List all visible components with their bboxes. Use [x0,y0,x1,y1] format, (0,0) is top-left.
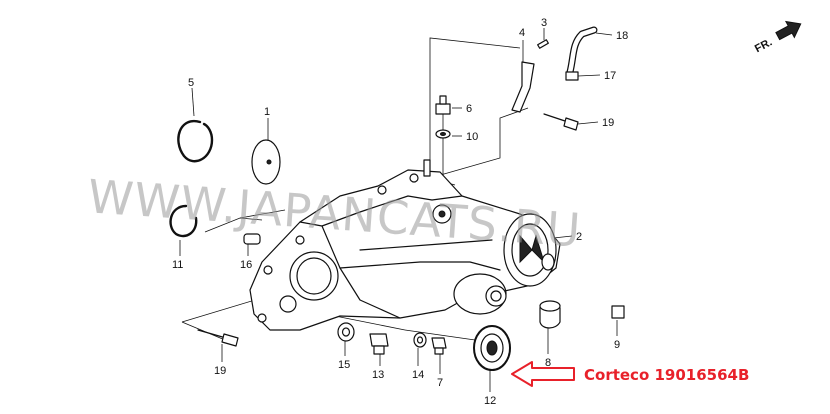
label-part-17: 17 [604,70,616,82]
front-direction-indicator: FR. [753,20,802,55]
label-part-14: 14 [412,369,424,381]
part-5-snap-ring [177,119,214,163]
label-part-11: 11 [172,259,183,271]
part-8-plug [539,300,561,329]
label-part-2: 2 [576,231,582,243]
part-12-oil-seal [473,325,511,371]
label-part-7: 7 [437,377,443,389]
label-part-10: 10 [466,131,478,143]
label-part-8: 8 [545,357,551,369]
part-17-clip [565,71,579,81]
transfer-housing [249,159,561,331]
label-part-1: 1 [264,106,270,118]
part-15-washer [337,322,355,342]
part-number-labels: 1 2 3 4 5 6 7 8 9 10 11 12 13 14 15 16 1… [172,17,628,407]
part-14-washer [413,332,427,348]
label-part-12: 12 [484,395,496,407]
part-1-disc [251,139,281,185]
part-16-dowel [243,233,261,245]
label-part-9: 9 [614,339,620,351]
label-part-4: 4 [519,27,525,39]
label-part-6: 6 [466,103,472,115]
part-7-plug [431,337,447,355]
callout-part-number: Corteco 19016564B [584,366,749,384]
part-4-bracket [511,61,535,113]
part-6-bolt [435,95,451,115]
label-part-16: 16 [240,259,252,271]
part-13-plug [369,333,389,355]
part-11-snap-ring [169,204,198,238]
front-direction-label: FR. [753,36,774,55]
label-part-19-lower: 19 [214,365,226,377]
part-10-washer [435,129,451,139]
part-3-pin [537,39,549,49]
label-part-15: 15 [338,359,350,371]
label-part-19-upper: 19 [602,117,614,129]
part-9-bolt [611,305,625,319]
label-part-5: 5 [188,77,194,89]
callout-arrow-icon [511,361,575,387]
part-19-bolt-lower [197,329,239,347]
part-18-hose [566,26,598,76]
label-part-13: 13 [372,369,384,381]
callout-annotation: Corteco 19016564B [511,361,749,387]
front-arrow-icon [775,20,802,41]
part-19-bolt-upper [543,113,579,131]
label-part-3: 3 [541,17,547,29]
label-part-18: 18 [616,30,628,42]
